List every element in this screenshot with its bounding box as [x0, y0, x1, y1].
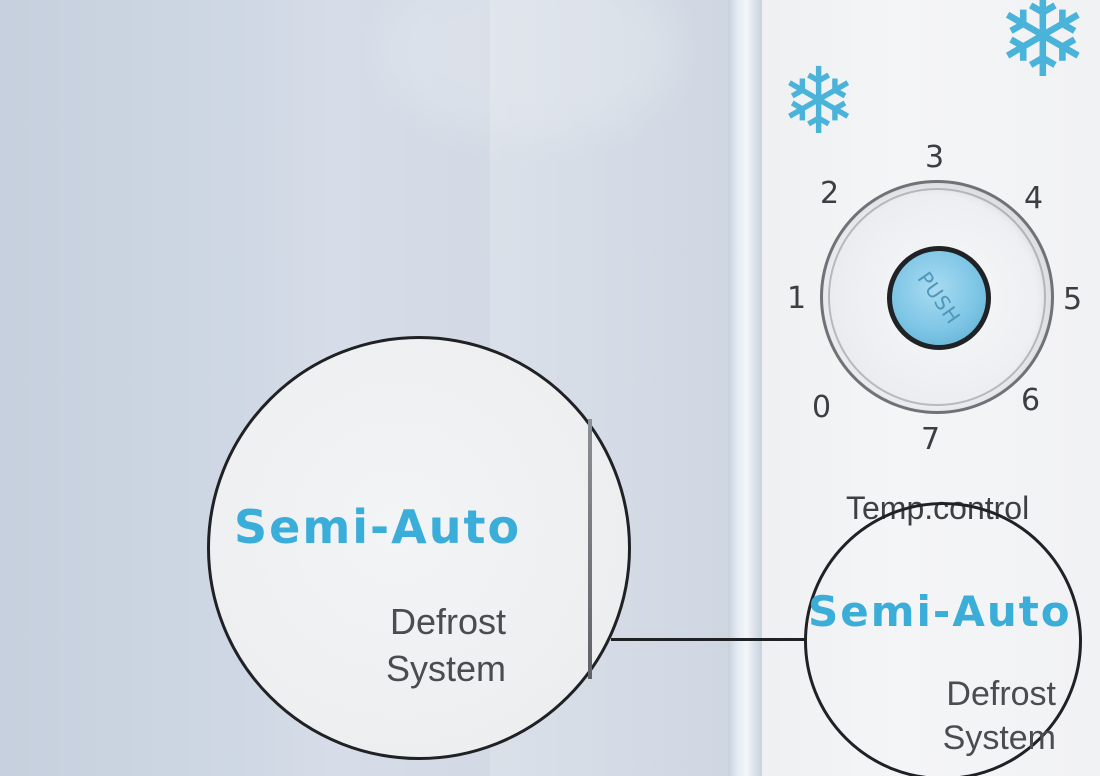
magnified-callout [207, 336, 631, 760]
light-reflection [380, 0, 680, 140]
dial-number-3: 3 [925, 140, 945, 175]
push-button[interactable]: PUSH [887, 246, 991, 350]
dial-inner-ring [828, 188, 1046, 406]
highlight-circle [804, 502, 1082, 776]
dial-number-5: 5 [1063, 282, 1083, 317]
panel-edge-line [588, 419, 592, 679]
dial-number-4: 4 [1024, 181, 1044, 216]
system-line: System [942, 719, 1056, 757]
defrost-system-label-small: Defrost System [900, 672, 1056, 760]
defrost-line: Defrost [946, 675, 1056, 713]
system-line: System [385, 648, 506, 689]
defrost-line: Defrost [389, 601, 506, 642]
defrost-system-label-large: Defrost System [330, 598, 506, 692]
dial-number-1: 1 [787, 281, 807, 316]
dial-number-6: 6 [1021, 383, 1041, 418]
dial-number-7: 7 [921, 422, 941, 457]
snowflake-icon: ❄ [780, 48, 858, 155]
push-button-label: PUSH [912, 267, 966, 329]
callout-connector-line [611, 638, 805, 641]
snowflake-icon: ❄ [996, 0, 1090, 103]
door-seam [728, 0, 762, 776]
dial-number-0: 0 [812, 390, 832, 425]
semi-auto-title-large: Semi-Auto [234, 500, 522, 554]
semi-auto-title-small: Semi-Auto [808, 587, 1072, 636]
dial-number-2: 2 [820, 176, 840, 211]
